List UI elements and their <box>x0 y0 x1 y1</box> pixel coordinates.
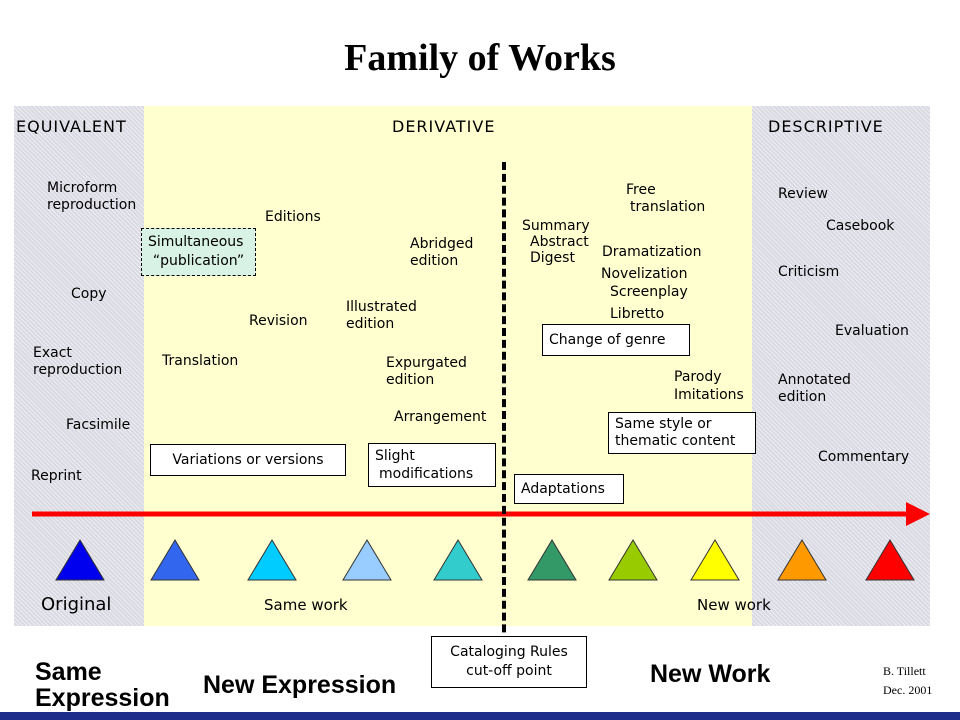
facsimile-label: Facsimile <box>66 417 131 433</box>
simultaneous-publication-box: Simultaneous“publication” <box>141 228 256 276</box>
arrangement-label: Arrangement <box>394 409 487 425</box>
change-of-genre-box: Change of genre <box>542 324 690 356</box>
triangle-marker <box>247 539 297 581</box>
cutoff-line <box>502 162 506 668</box>
adaptations-box: Adaptations <box>514 474 624 504</box>
revision-label: Revision <box>249 313 308 329</box>
criticism-label: Criticism <box>778 264 840 280</box>
editions-label: Editions <box>265 209 321 225</box>
triangle-marker <box>777 539 827 581</box>
review-label: Review <box>778 186 828 202</box>
parody-label: Parody <box>674 369 722 385</box>
derivative-zone <box>144 106 752 626</box>
evaluation-label: Evaluation <box>835 323 909 339</box>
triangle-marker <box>527 539 577 581</box>
descriptive-zone <box>752 106 930 626</box>
equivalent-header: EQUIVALENT <box>16 117 127 136</box>
commentary-label: Commentary <box>818 449 910 465</box>
novelization-label: Novelization <box>601 266 688 282</box>
triangle-marker <box>865 539 915 581</box>
derivative-header: DERIVATIVE <box>392 117 496 136</box>
reprint-label: Reprint <box>31 468 82 484</box>
libretto-label: Libretto <box>610 306 665 322</box>
screenplay-label: Screenplay <box>610 284 688 300</box>
bottom-bar <box>0 712 960 720</box>
new-work-big-label: New Work <box>650 660 771 688</box>
variations-or-versions-box: Variations or versions <box>150 444 346 476</box>
new-work-label: New work <box>697 596 771 614</box>
descriptive-header: DESCRIPTIVE <box>768 117 884 136</box>
original-label: Original <box>41 594 112 615</box>
triangle-marker <box>342 539 392 581</box>
spectrum-arrow-head <box>906 502 930 526</box>
triangle-marker <box>608 539 658 581</box>
new-expression-label: New Expression <box>203 671 397 699</box>
summary-label: Summary <box>522 218 590 234</box>
triangle-marker <box>433 539 483 581</box>
copy-label: Copy <box>71 286 107 302</box>
casebook-label: Casebook <box>826 218 895 234</box>
dramatization-label: Dramatization <box>602 244 702 260</box>
same-work-label: Same work <box>264 596 348 614</box>
equivalent-zone <box>14 106 144 626</box>
digest-label: Digest <box>530 250 575 266</box>
page-title: Family of Works <box>344 37 616 79</box>
imitations-label: Imitations <box>674 387 744 403</box>
triangle-marker <box>690 539 740 581</box>
triangle-marker <box>150 539 200 581</box>
abstract-label: Abstract <box>530 234 589 250</box>
translation-label: Translation <box>162 353 239 369</box>
triangle-marker <box>55 539 105 581</box>
